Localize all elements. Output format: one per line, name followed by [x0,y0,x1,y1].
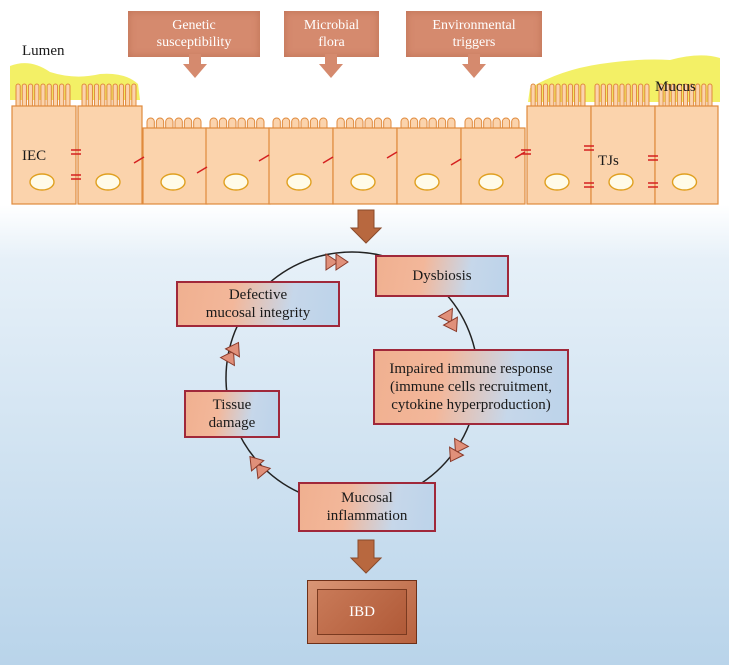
cell-nucleus [95,173,121,191]
cycle-arrow-to-immune [437,307,458,333]
chevron-arrowhead [335,253,349,271]
arrow-to-cycle [349,209,383,244]
trigger-arrow-environmental [462,54,486,78]
broken-tight-junction [450,158,462,166]
cell-nucleus [350,173,376,191]
mucus-label: Mucus [655,79,696,95]
cell-nucleus [478,173,504,191]
broken-tight-junction [322,156,334,164]
cell-nucleus [671,173,698,191]
trigger-arrow-genetic [183,54,207,78]
chevron-arrowhead [219,350,235,367]
damaged-epithelial-cell [142,127,208,205]
arrow-to-ibd [349,539,383,574]
damaged-epithelial-cell [332,127,398,205]
cell-nucleus [414,173,440,191]
cycle-arrow-to-tissue-damage [249,455,272,480]
box-mucosal-inflammation: Mucosal inflammation [298,482,436,532]
broken-tight-junction [514,151,526,159]
cell-nucleus [160,173,186,191]
chevron-arrowhead [325,253,339,271]
ibd-label: IBD [317,589,407,635]
chevron-arrowhead [437,307,453,324]
ibd-box: IBD [307,580,417,644]
trigger-arrow-microbial [319,54,343,78]
damaged-epithelial-cell [268,127,334,205]
chevron-arrowhead [454,437,470,454]
cycle-arrow-to-inflammation [449,437,470,463]
damaged-epithelial-cell [205,127,271,205]
iec-label: IEC [22,148,47,164]
trigger-environmental: Environmental triggers [406,11,542,57]
cycle-arrow-to-dysbiosis [325,253,349,271]
chevron-arrowhead [442,316,458,333]
broken-tight-junction [196,166,208,174]
broken-tight-junction [386,151,398,159]
cell-nucleus [608,173,634,191]
chevron-arrowhead [255,463,272,480]
cell-nucleus [223,173,249,191]
chevron-arrowhead [249,455,265,472]
trigger-microbial-flora: Microbial flora [284,11,379,57]
trigger-genetic-susceptibility: Genetic susceptibility [128,11,260,57]
damaged-epithelial-cell [460,127,526,205]
broken-tight-junction [258,154,270,162]
cell-nucleus [286,173,312,191]
cycle-arrow-to-defective [219,341,240,367]
chevron-arrowhead [449,446,465,463]
box-dysbiosis: Dysbiosis [375,255,509,297]
damaged-epithelial-cell [396,127,462,205]
box-tissue-damage: Tissue damage [184,390,280,438]
lumen-label: Lumen [22,43,65,59]
cell-nucleus [544,173,570,191]
cell-nucleus [29,173,55,191]
box-defective-mucosal-integrity: Defective mucosal integrity [176,281,340,327]
box-impaired-immune-response: Impaired immune response (immune cells r… [373,349,569,425]
chevron-arrowhead [224,341,240,358]
broken-tight-junction [133,156,145,164]
tj-label: TJs [598,153,619,169]
